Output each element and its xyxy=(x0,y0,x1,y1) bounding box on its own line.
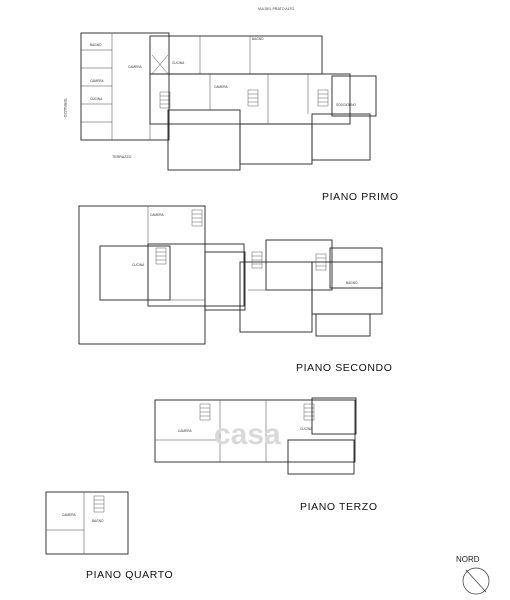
room-tag: BAGNO xyxy=(252,37,264,41)
room-tag: BAGNO xyxy=(92,519,104,523)
room-tag: CAMERA xyxy=(150,213,165,217)
floor-label-terzo: PIANO TERZO xyxy=(300,501,378,513)
floor-label-quarto: PIANO QUARTO xyxy=(86,569,173,581)
north-arrow-icon xyxy=(462,567,490,595)
stairs-quarto xyxy=(93,495,105,513)
room-tag: CUCINA xyxy=(172,61,185,65)
street-label-bottom: TERRAZZO xyxy=(112,155,132,159)
room-tag: CUCINA xyxy=(300,427,313,431)
floor-label-secondo: PIANO SECONDO xyxy=(296,362,392,374)
room-tag: CAMERA xyxy=(214,85,229,89)
room-tag: BAGNO xyxy=(90,43,102,47)
street-label-left: TERRAZZO xyxy=(63,98,67,118)
floor-plan-terzo: casa CAMERA CUCINA xyxy=(154,397,357,475)
watermark: casa xyxy=(214,418,281,451)
room-tag: CAMERA xyxy=(178,429,193,433)
room-tag: BAGNO xyxy=(346,281,358,285)
north-label: NORD xyxy=(456,555,480,564)
floor-plan-secondo: CAMERA CUCINA BAGNO xyxy=(78,205,383,345)
street-label-top: VIA DEL PRATO ALTO xyxy=(258,7,295,11)
room-tag: CUCINA xyxy=(90,97,103,101)
stairs-primo xyxy=(159,89,329,109)
floor-plan-primo: VIA DEL PRATO ALTO TERRAZZO TERRAZZO BAG… xyxy=(63,7,377,171)
room-tag: CAMERA xyxy=(128,65,143,69)
floor-label-primo: PIANO PRIMO xyxy=(322,191,399,203)
stairs-secondo xyxy=(155,209,327,271)
room-tag: CUCINA xyxy=(132,263,145,267)
stairs-terzo xyxy=(199,403,315,421)
room-tag: SOGGIORNO xyxy=(336,103,357,107)
room-tag: CAMERA xyxy=(62,513,77,517)
room-tag: CAMERA xyxy=(90,79,105,83)
floor-plan-quarto: CAMERA BAGNO xyxy=(45,491,129,555)
